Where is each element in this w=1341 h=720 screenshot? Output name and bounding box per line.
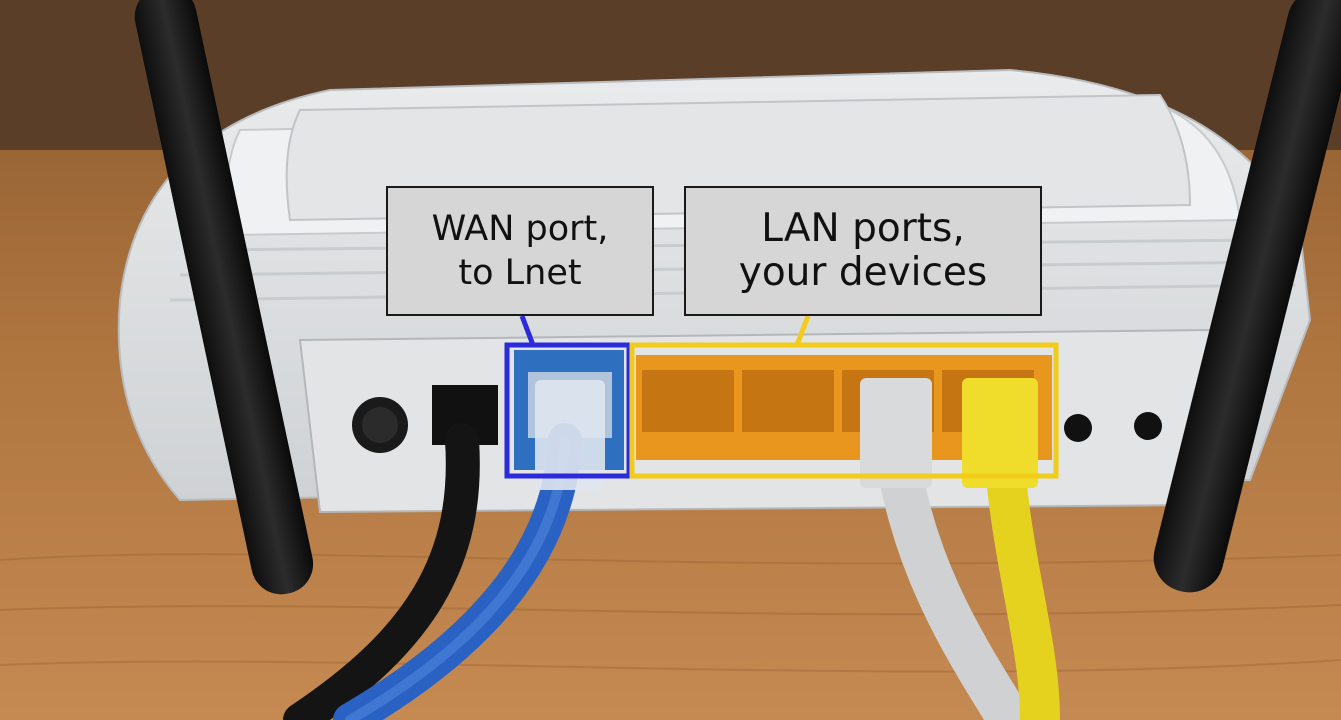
lan-ports-callout: LAN ports, your devices [684, 186, 1042, 316]
wan-leader-line [519, 315, 536, 346]
rj45-plugs [535, 378, 1038, 490]
router-antenna-icon [1153, 0, 1341, 593]
wan-callout-line-1: WAN port, [431, 209, 609, 249]
wan-port-callout: WAN port, to Lnet [386, 186, 654, 316]
lan-ports-highlight [629, 342, 1059, 479]
router-antenna-icon [134, 0, 314, 595]
wan-port-highlight [504, 342, 632, 479]
wan-callout-line-2: to Lnet [458, 253, 582, 293]
lan-callout-line-1: LAN ports, [761, 206, 965, 251]
lan-leader-line [794, 315, 811, 346]
lan-callout-line-2: your devices [738, 250, 988, 295]
